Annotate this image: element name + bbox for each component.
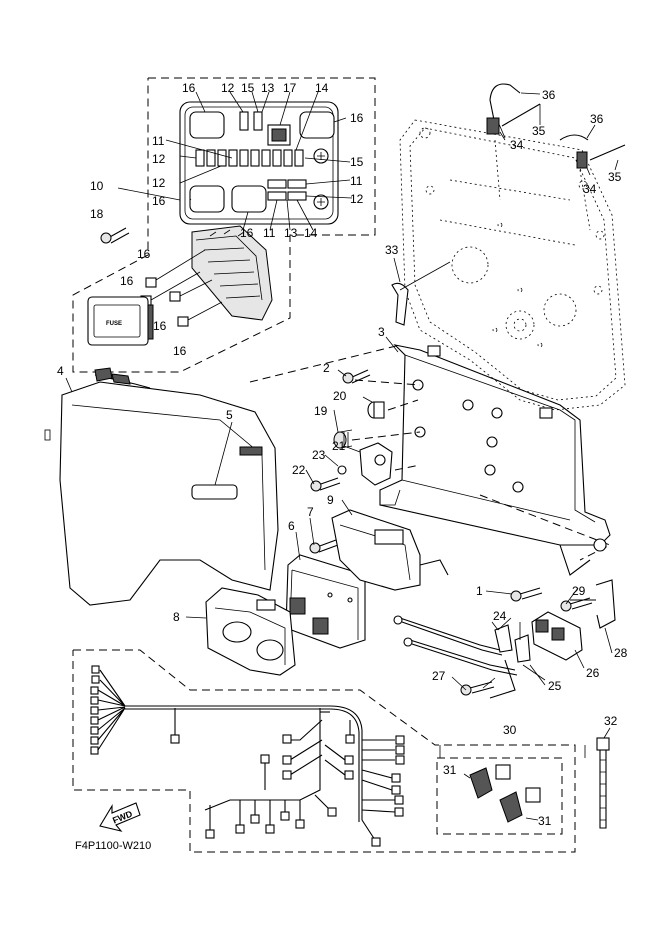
- fuse-box-detail: [72, 77, 376, 373]
- callout-4: 4: [57, 364, 64, 378]
- callout-2: 2: [323, 361, 330, 375]
- callout-labels: 16 12 15 13 17 14 16 11 12 12 16 15 11 1…: [57, 81, 628, 828]
- callout-16: 16: [137, 247, 151, 261]
- relay-kit-30: [436, 745, 586, 835]
- figure-code: F4P1100-W210: [75, 840, 151, 852]
- callout-12: 12: [152, 152, 166, 166]
- callout-13: 13: [261, 81, 275, 95]
- fuse-box-assembly: FUSE: [87, 225, 273, 346]
- callout-12: 12: [350, 192, 364, 206]
- fuse-row: [195, 149, 304, 167]
- callout-9: 9: [327, 493, 334, 507]
- fuse-cover: [87, 296, 154, 346]
- cover-4: [44, 367, 279, 606]
- ecu-6: [285, 554, 366, 649]
- callout-35: 35: [608, 170, 622, 184]
- callout-12: 12: [152, 176, 166, 190]
- callout-36: 36: [590, 112, 604, 126]
- callout-20: 20: [333, 389, 347, 403]
- callout-28: 28: [614, 646, 628, 660]
- callout-12: 12: [221, 81, 235, 95]
- callout-1: 1: [476, 584, 483, 598]
- callout-16: 16: [173, 344, 187, 358]
- callout-11: 11: [263, 226, 276, 240]
- callout-29: 29: [572, 584, 586, 598]
- callout-30: 30: [503, 723, 517, 737]
- callout-32: 32: [604, 714, 618, 728]
- callout-16: 16: [152, 194, 166, 208]
- callout-19: 19: [314, 404, 328, 418]
- callout-16: 16: [240, 226, 254, 240]
- callout-11: 11: [152, 134, 165, 148]
- callout-24: 24: [493, 609, 507, 623]
- fwd-label: FWD: [111, 808, 134, 825]
- callout-16: 16: [120, 274, 134, 288]
- callout-8: 8: [173, 610, 180, 624]
- callout-13: 13: [284, 226, 298, 240]
- bolt-7: [309, 539, 339, 554]
- battery-cables: [393, 579, 616, 699]
- leader-lines: [65, 336, 613, 691]
- callout-17: 17: [283, 81, 297, 95]
- fwd-arrow-icon: FWD: [99, 802, 141, 832]
- callout-15: 15: [241, 81, 255, 95]
- callout-10: 10: [90, 179, 104, 193]
- bracket-9: [331, 509, 449, 591]
- callout-33: 33: [385, 243, 399, 257]
- callout-15: 15: [350, 155, 364, 169]
- callout-16: 16: [350, 111, 364, 125]
- callout-18: 18: [90, 207, 104, 221]
- callout-6: 6: [288, 519, 295, 533]
- callout-16: 16: [153, 319, 167, 333]
- callout-14: 14: [315, 81, 329, 95]
- mounting-plate: [399, 119, 626, 411]
- callout-35: 35: [532, 124, 546, 138]
- callout-25: 25: [548, 679, 562, 693]
- bolt-18: [100, 227, 130, 244]
- callout-31: 31: [538, 814, 552, 828]
- callout-31: 31: [443, 763, 457, 777]
- callout-16: 16: [182, 81, 196, 95]
- callout-11: 11: [350, 174, 363, 188]
- bracket-hardware: [249, 344, 421, 492]
- callout-14: 14: [304, 226, 318, 240]
- callout-27: 27: [432, 669, 446, 683]
- cable-tie-32: [596, 727, 611, 829]
- fuse-cover-label: FUSE: [106, 321, 122, 327]
- callout-7: 7: [307, 505, 314, 519]
- callout-5: 5: [226, 408, 233, 422]
- callout-34: 34: [510, 138, 524, 152]
- callout-36: 36: [542, 88, 556, 102]
- callout-22: 22: [292, 463, 306, 477]
- callout-3: 3: [378, 325, 385, 339]
- wire-harness: [72, 649, 576, 853]
- callout-26: 26: [586, 666, 600, 680]
- callout-23: 23: [312, 448, 326, 462]
- holder-8: [205, 587, 296, 676]
- cable-clamps: [391, 83, 626, 326]
- callout-34: 34: [583, 182, 597, 196]
- callout-21: 21: [332, 439, 346, 453]
